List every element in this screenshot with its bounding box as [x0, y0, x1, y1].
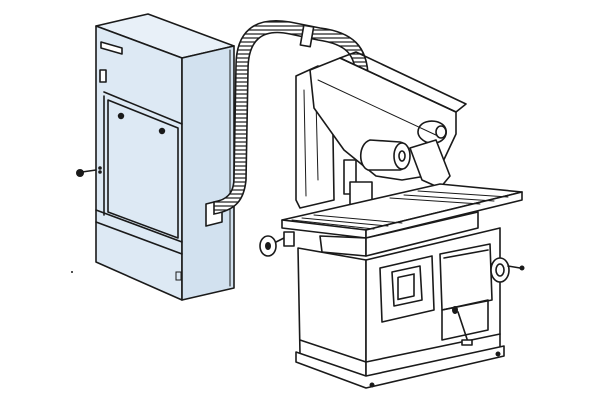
door-latch-icon: [158, 127, 166, 135]
collector-knob-icon: [76, 169, 84, 177]
collector-switch: [99, 69, 107, 83]
stray-mark: [71, 271, 73, 273]
dust-collector-icon: [76, 13, 235, 301]
grinding-machine-icon: [259, 51, 525, 389]
door-latch-icon: [117, 112, 125, 120]
collector-door: [107, 99, 179, 239]
collector-nameplate: [100, 41, 123, 55]
wheel-guard: [409, 139, 451, 189]
collector-front: [95, 25, 183, 301]
collector-side: [181, 45, 235, 301]
